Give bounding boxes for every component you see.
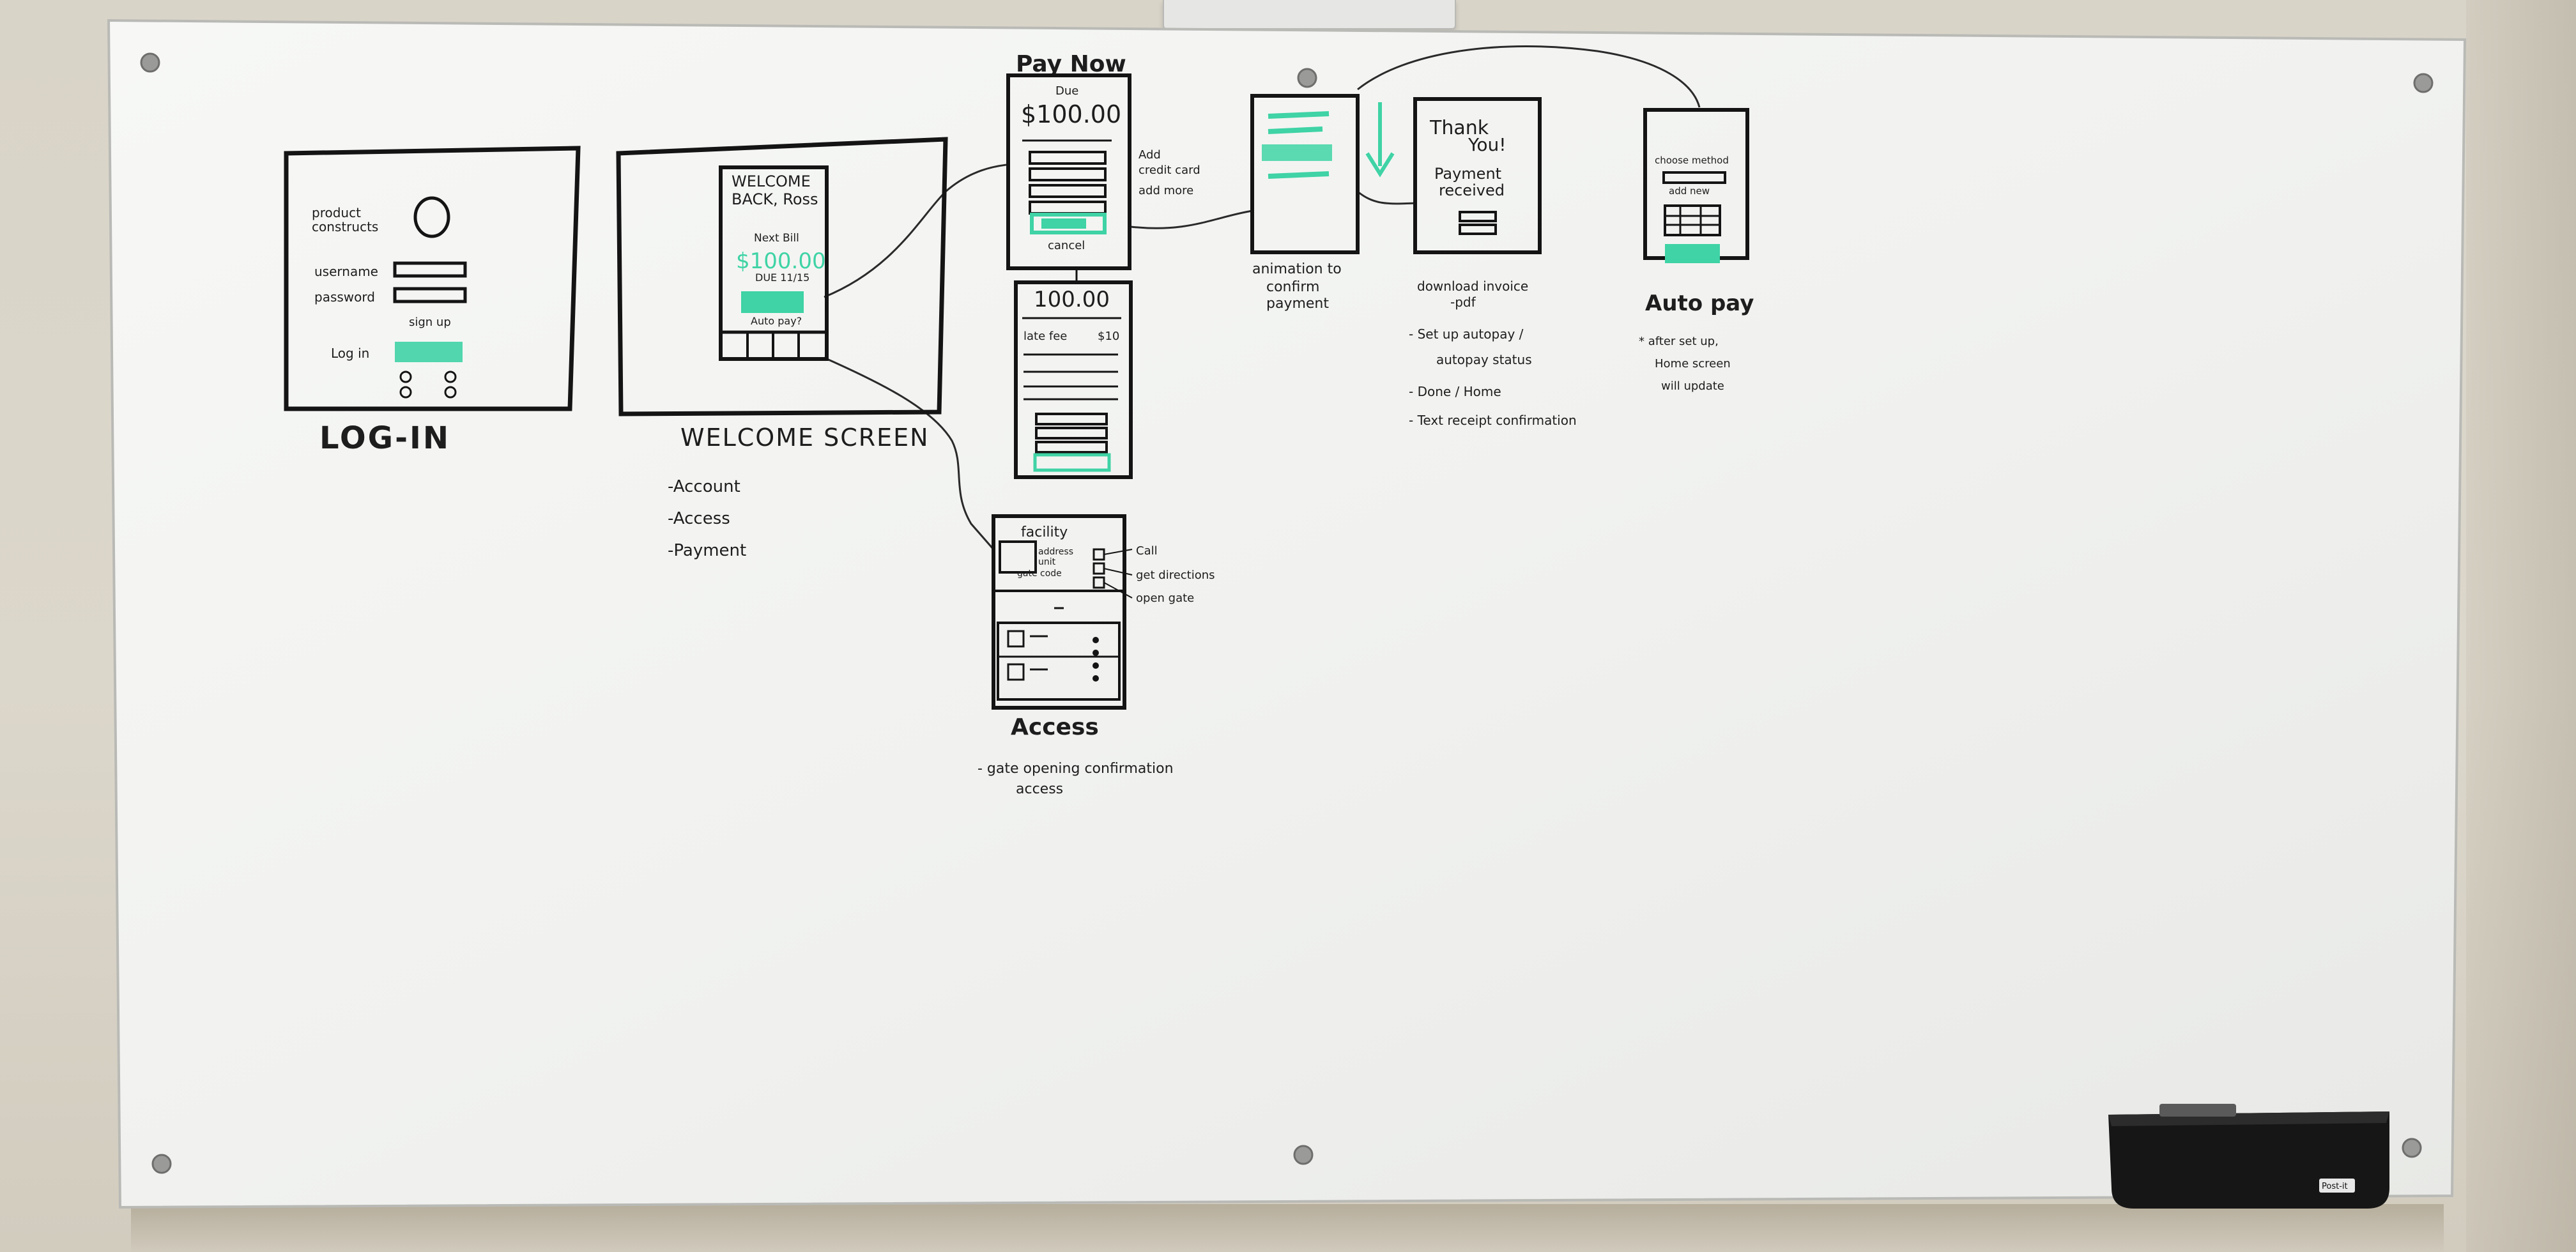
autopay-choose-method: choose method [1655,155,1729,166]
thankyou-note-autopay-setup: - Set up autopay / [1409,326,1524,342]
thankyou-note-text-receipt: - Text receipt confirmation [1409,413,1577,428]
paynow-latefee-amount: $10 [1098,330,1119,343]
access-unit: unit [1038,557,1056,567]
access-note-open-gate: open gate [1136,592,1194,605]
thankyou-line-4: received [1439,181,1505,199]
welcome-amount: $100.00 [736,248,826,274]
login-wireframe: product constructs username password sig… [284,146,581,411]
autopay-wireframe: choose method add new [1643,108,1749,263]
access-title: Access [1011,714,1099,740]
welcome-next-bill: Next Bill [754,232,799,245]
animation-note-1: animation to [1252,261,1342,277]
login-password-label: password [314,289,375,305]
access-facility-heading: facility [1021,524,1068,540]
animation-wireframe [1250,94,1395,254]
thankyou-line-1: Thank [1429,117,1489,139]
autopay-note-1: * after set up, [1639,335,1719,348]
board-shadow [131,1204,2444,1252]
flow-connectors [824,45,1701,550]
paynow-latefee-label: late fee [1023,330,1067,343]
welcome-phone-name: BACK, Ross [732,190,818,208]
autopay-title: Auto pay [1645,291,1754,316]
welcome-phone-heading: WELCOME [732,172,811,190]
thankyou-wireframe: Thank You! Payment received [1413,97,1542,254]
access-note-call: Call [1136,544,1158,558]
login-username-field [393,261,467,278]
postit-logo-text: Post-it [2322,1182,2348,1191]
login-avatar-icon [413,196,450,238]
mount-screws [140,52,2434,1174]
access-note-access: access [1016,781,1063,797]
thankyou-note-download: download invoice [1417,279,1528,294]
autopay-add-new: add new [1669,185,1710,197]
svg-text:constructs: constructs [312,219,378,234]
paynow-note-credit: credit card [1138,164,1200,177]
eraser-holder [1163,0,1456,29]
login-button-label: Log in [331,346,369,361]
paynow-cancel: cancel [1048,239,1085,252]
thankyou-line-2: You! [1468,134,1506,155]
marker-tray: Post-it [2108,1104,2389,1209]
login-signup-link: sign up [409,316,451,329]
postit-logo [2319,1179,2355,1193]
access-note-directions: get directions [1136,569,1215,582]
paynow-breakdown-amount: 100.00 [1034,287,1110,312]
login-title: LOG-IN [319,420,450,456]
thankyou-note-pdf: -pdf [1450,294,1476,310]
thankyou-note-done: - Done / Home [1409,384,1501,399]
paynow-breakdown-wireframe: 100.00 late fee $10 [1014,280,1133,479]
login-username-label: username [314,264,378,279]
marker-item [2159,1104,2236,1117]
paynow-due-label: Due [1055,84,1078,98]
welcome-autopay: Auto pay? [751,315,802,327]
welcome-note-account: -Account [668,477,740,496]
paynow-note-addmore: add more [1138,184,1193,197]
thankyou-line-3: Payment [1434,165,1501,183]
access-note-gate-confirmation: - gate opening confirmation [977,761,1174,777]
animation-note-3: payment [1266,296,1329,312]
access-gate-code: gate code [1017,569,1062,579]
access-wireframe: facility address unit gate code [992,514,1133,710]
welcome-due: DUE 11/15 [755,271,809,284]
login-logo-text: product [312,205,361,220]
welcome-title: WELCOME SCREEN [680,424,930,452]
thankyou-note-autopay-status: autopay status [1436,352,1532,367]
welcome-note-access: -Access [668,509,730,528]
paynow-title: Pay Now [1016,51,1126,77]
paynow-note-add: Add [1138,148,1161,162]
access-address: address [1038,547,1073,557]
welcome-note-payment: -Payment [668,541,746,560]
paynow-amount: $100.00 [1021,100,1121,128]
login-password-field [393,287,467,303]
animation-note-2: confirm [1266,279,1319,295]
wall-background [2466,0,2576,1252]
welcome-pay-button-sketch [741,291,804,313]
login-button-sketch [395,342,463,362]
paynow-wireframe: Due $100.00 cancel [1006,73,1131,270]
welcome-wireframe: WELCOME BACK, Ross Next Bill $100.00 DUE… [616,137,948,416]
whiteboard-surface [107,19,2467,1209]
autopay-note-2: Home screen [1655,357,1731,370]
autopay-note-3: will update [1661,379,1724,393]
